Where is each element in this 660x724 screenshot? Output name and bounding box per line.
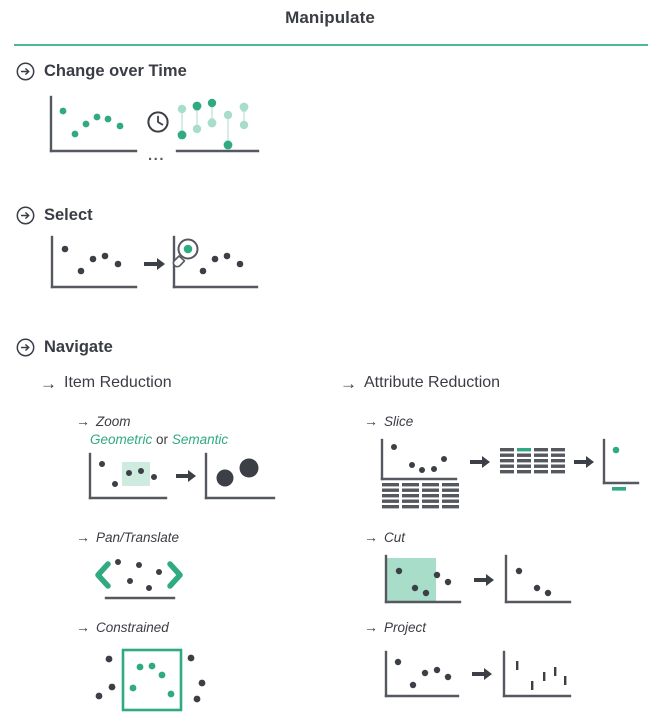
transition-arrow-icon xyxy=(472,668,492,680)
arrow-icon: → xyxy=(76,529,90,545)
scatter-points-pan xyxy=(115,559,162,591)
axis-zoom-before xyxy=(88,452,168,500)
axis-cut-before xyxy=(384,554,462,604)
figure-slice xyxy=(378,438,640,515)
scatter-points-slice-result xyxy=(612,446,626,491)
cursor-hand-icon xyxy=(172,255,186,268)
transition-arrow-icon xyxy=(474,574,494,586)
item-label: Zoom xyxy=(96,414,131,429)
scatter-points-select-before xyxy=(61,245,122,275)
data-table-narrow xyxy=(500,448,565,474)
transition-arrow-icon xyxy=(574,456,594,468)
figure-project xyxy=(382,650,572,711)
scatter-points-faded xyxy=(177,98,249,134)
zoom-kind-geometric: Geometric xyxy=(90,432,153,447)
subsection-attribute-reduction: → Attribute Reduction xyxy=(340,374,500,392)
ellipsis-separator: ... xyxy=(148,147,166,164)
scatter-points-after xyxy=(177,101,249,150)
scatter-points-project-before xyxy=(394,658,452,689)
axis-zoom-after xyxy=(204,452,276,500)
item-label: Slice xyxy=(384,414,414,429)
scatter-points-cut-after xyxy=(515,567,552,597)
scatter-points-inside xyxy=(129,662,175,698)
circled-arrow-icon xyxy=(16,338,35,357)
figure-constrained xyxy=(92,644,218,723)
page-title: Manipulate xyxy=(285,8,375,27)
figure-cut xyxy=(382,554,572,617)
circled-arrow-icon xyxy=(16,62,35,81)
arrow-icon: → xyxy=(340,373,357,393)
subsection-label: Attribute Reduction xyxy=(364,374,501,391)
item-label: Pan/Translate xyxy=(96,530,180,545)
axis-slice-result xyxy=(602,438,640,485)
zoom-kind-semantic: Semantic xyxy=(171,432,229,447)
data-table-wide xyxy=(382,483,459,509)
section-label: Select xyxy=(44,206,93,224)
subsection-label: Item Reduction xyxy=(64,374,172,391)
arrow-icon: → xyxy=(364,413,378,429)
zoom-kinds: Geometric or Semantic xyxy=(90,432,228,447)
selection-highlight-ring xyxy=(177,238,199,260)
item-zoom: → Zoom xyxy=(76,414,131,429)
item-label: Cut xyxy=(384,530,406,545)
circled-arrow-icon xyxy=(16,206,35,225)
item-constrained: → Constrained xyxy=(76,620,169,635)
section-label: Change over Time xyxy=(44,62,187,80)
figure-change-over-time xyxy=(48,95,260,165)
transition-arrow-icon xyxy=(176,470,196,482)
transition-arrow-icon xyxy=(470,456,490,468)
subsection-item-reduction: → Item Reduction xyxy=(40,374,172,392)
item-slice: → Slice xyxy=(364,414,413,429)
scatter-points-select-after xyxy=(199,252,244,275)
zoom-kind-conjunction: or xyxy=(156,432,169,447)
axis-left xyxy=(49,95,138,153)
tick-marks-project-after xyxy=(516,661,567,690)
figure-select xyxy=(48,235,260,300)
clock-icon xyxy=(147,111,169,133)
axis-cut-after xyxy=(504,554,572,604)
axis-select-before xyxy=(50,235,138,289)
scatter-points-before xyxy=(59,107,124,138)
item-pan-translate: → Pan/Translate xyxy=(76,530,179,545)
arrow-icon: → xyxy=(76,619,90,635)
scatter-points-zoom-before xyxy=(99,461,157,487)
scatter-points-outside xyxy=(95,654,206,703)
arrow-icon: → xyxy=(40,373,57,393)
item-project: → Project xyxy=(364,620,426,635)
arrow-icon: → xyxy=(364,619,378,635)
cut-region xyxy=(386,558,436,602)
figure-pan-translate xyxy=(92,554,192,611)
item-label: Constrained xyxy=(96,620,169,635)
transition-arrow-icon xyxy=(144,258,165,270)
section-change-over-time: Change over Time xyxy=(16,62,187,81)
item-label: Project xyxy=(384,620,427,635)
pan-right-chevron-icon xyxy=(167,561,183,589)
axis-project-after xyxy=(502,650,572,698)
scatter-points-zoom-after xyxy=(216,458,259,487)
axis-project-before xyxy=(384,650,460,698)
arrow-icon: → xyxy=(76,413,90,429)
arrow-icon: → xyxy=(364,529,378,545)
item-cut: → Cut xyxy=(364,530,405,545)
section-select: Select xyxy=(16,206,93,225)
section-navigate: Navigate xyxy=(16,338,113,357)
constraint-box xyxy=(121,648,183,712)
scatter-points-slice xyxy=(391,444,447,473)
scatter-points-cut-before xyxy=(395,567,452,597)
section-label: Navigate xyxy=(44,338,113,356)
header-divider xyxy=(14,44,648,46)
axis-slice xyxy=(380,438,458,481)
figure-zoom xyxy=(86,452,276,515)
pan-left-chevron-icon xyxy=(95,561,111,589)
